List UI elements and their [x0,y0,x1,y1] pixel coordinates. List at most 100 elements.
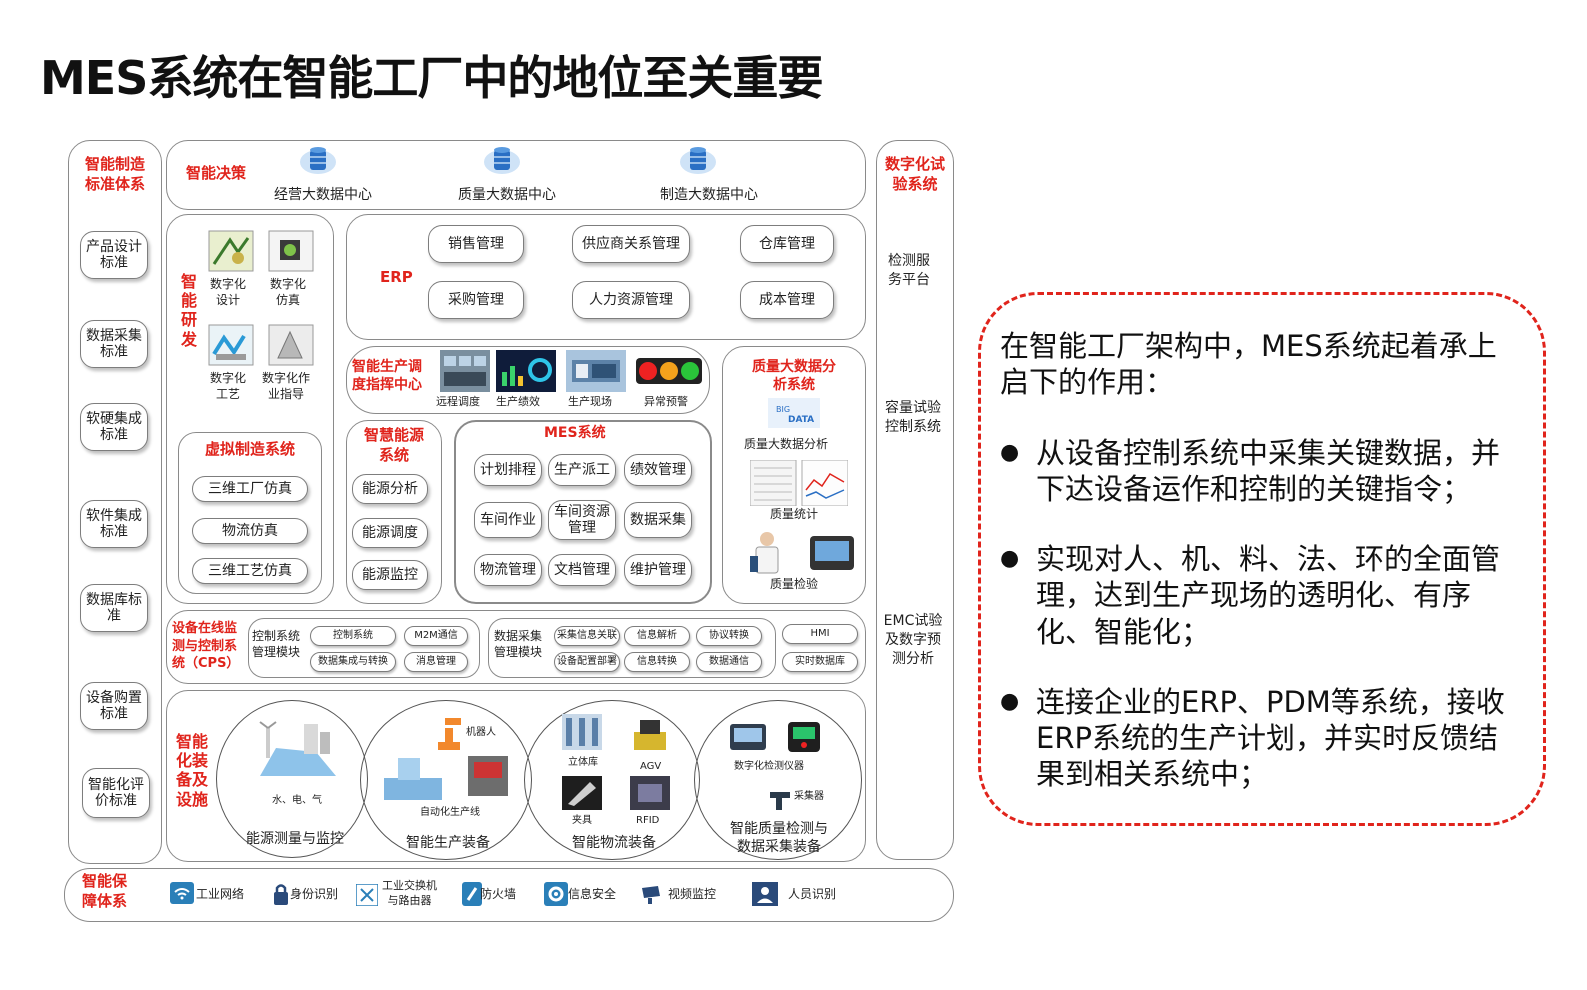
switch-router-label: 工业交换机 与路由器 [382,879,437,908]
cps-realtime-database: 实时数据库 [782,652,858,672]
utility-plant-icon [259,721,336,776]
firewall-icon [462,882,482,906]
mes-shopfloor-resource: 车间资源 管理 [548,500,616,540]
energy-label: 智慧能源 系统 [363,426,424,464]
digital-test-header: 数字化试 验系统 [884,155,945,193]
bullet-dot: ● [1000,546,1020,571]
video-camera-icon [642,886,660,904]
fixture-label: 夹具 [572,815,592,826]
erp-hr-management: 人力资源管理 [572,281,690,319]
mes-planning-scheduling: 计划排程 [474,454,542,486]
emc-test-analysis: EMC试验 及数字预 测分析 [883,613,943,667]
switch-router-icon [356,884,378,906]
work-instruction-icon [268,324,314,366]
dispatch-center-label: 智能生产调 度指挥中心 [352,359,422,394]
digital-meter-icon [730,724,766,750]
remote-dispatch-icon [440,350,490,392]
annotation-text: 在智能工厂架构中，MES系统起着承上启下的作用： ● 从设备控制系统中采集关键数… [1000,328,1520,827]
logistics-equipment-label: 智能物流装备 [572,835,656,851]
cps-info-parsing: 信息解析 [624,626,690,646]
equipment-label: 智能 化装 备及 设施 [175,732,208,809]
quality-equipment-label: 智能质量检测与 数据采集装备 [730,821,828,856]
business-data-center: 经营大数据中心 [274,187,372,203]
svg-text:DATA: DATA [788,415,814,425]
digital-test-column [876,140,954,860]
fixture-icon [562,776,602,810]
manufacturing-data-center: 制造大数据中心 [660,187,758,203]
decision-label: 智能决策 [186,164,247,182]
virtual-manufacturing-label: 虚拟制造系统 [204,440,295,458]
production-site-icon [566,350,626,392]
quality-data-center: 质量大数据中心 [458,187,556,203]
info-security-gear-icon [544,882,568,906]
cps-label: 设备在线监 测与控制系 统（CPS） [172,621,240,672]
traffic-light-alarm-icon [636,358,702,384]
agv-label: AGV [640,761,662,772]
digital-process-label: 数字化 工艺 [210,371,247,402]
identity-lock-icon [274,884,288,905]
digital-simulation-icon [268,230,314,272]
digital-meter-label: 数字化检测仪器 [734,761,804,772]
identity-recognition-label: 身份识别 [290,887,339,901]
cps-data-communication: 数据通信 [696,652,762,672]
collection-module-label: 数据采集 管理模块 [494,629,543,660]
standard-equipment-purchase: 设备购置 标准 [80,682,148,730]
energy-monitoring: 能源监控 [352,560,428,590]
mes-logistics-management: 物流管理 [474,554,542,586]
mes-data-collection: 数据采集 [624,502,692,538]
robot-icon [438,718,461,750]
exception-alert-label: 异常预警 [644,395,688,408]
remote-dispatch-label: 远程调度 [436,395,480,408]
digital-simulation-label: 数字化 仿真 [270,277,307,308]
personnel-recognition-label: 人员识别 [788,887,837,901]
erp-purchase-management: 采购管理 [428,281,524,319]
cps-m2m-communication: M2M通信 [404,626,468,646]
cps-control-system: 控制系统 [310,626,396,646]
mes-shopfloor-operation: 车间作业 [474,502,542,538]
3d-factory-simulation: 三维工厂仿真 [192,476,308,502]
mes-performance-management: 绩效管理 [624,454,692,486]
collector-gun-icon [770,792,790,810]
mes-document-management: 文档管理 [548,554,616,586]
wifi-icon [170,882,194,904]
quality-statistics-icon [750,460,848,506]
person-id-icon [752,882,778,906]
mes-label: MES系统 [544,425,606,441]
mes-maintenance-management: 维护管理 [624,554,692,586]
annotation-intro: 在智能工厂架构中，MES系统起着承上启下的作用： [1000,329,1497,400]
quality-statistics-label: 质量统计 [770,507,819,521]
security-panel [64,868,954,922]
rfid-icon [630,776,670,810]
database-cloud-icon [680,147,716,174]
digital-process-icon [208,324,254,366]
utility-label: 水、电、气 [272,795,322,806]
standards-header: 智能制造 标准体系 [84,155,145,193]
tester-icon [788,722,820,752]
erp-label: ERP [380,268,413,286]
capacity-test-control: 容量试验 控制系统 [885,400,941,435]
cps-hmi: HMI [782,624,858,644]
annotation-bullet-2: ● 实现对人、机、料、法、环的全面管理，达到生产现场的透明化、有序化、智能化； [1000,541,1520,650]
work-instruction-label: 数字化作 业指导 [262,371,311,402]
standard-software-integration: 软件集成 标准 [80,500,148,548]
erp-supplier-management: 供应商关系管理 [572,225,690,263]
cps-message-management: 消息管理 [404,652,468,672]
quality-analysis-label: 质量大数据分 析系统 [752,359,836,394]
database-cloud-icon [300,147,336,174]
quality-big-data-label: 质量大数据分析 [744,437,829,451]
svg-text:BIG: BIG [776,405,790,414]
inspector-icon [750,532,779,574]
erp-sales-management: 销售管理 [428,225,524,263]
quality-equipment-circle [694,700,862,860]
cps-device-configuration: 设备配置部署 [554,652,620,672]
standard-data-collection: 数据采集 标准 [80,320,148,368]
agv-icon [634,720,666,750]
production-performance-icon [496,350,556,392]
standard-hw-sw-integration: 软硬集成 标准 [80,403,148,451]
logistics-simulation: 物流仿真 [192,518,308,544]
decision-panel [166,140,866,210]
info-security-label: 信息安全 [568,887,617,901]
mes-work-dispatch: 生产派工 [548,454,616,486]
industrial-network-label: 工业网络 [196,887,245,901]
standard-database: 数据库标 准 [80,584,148,632]
